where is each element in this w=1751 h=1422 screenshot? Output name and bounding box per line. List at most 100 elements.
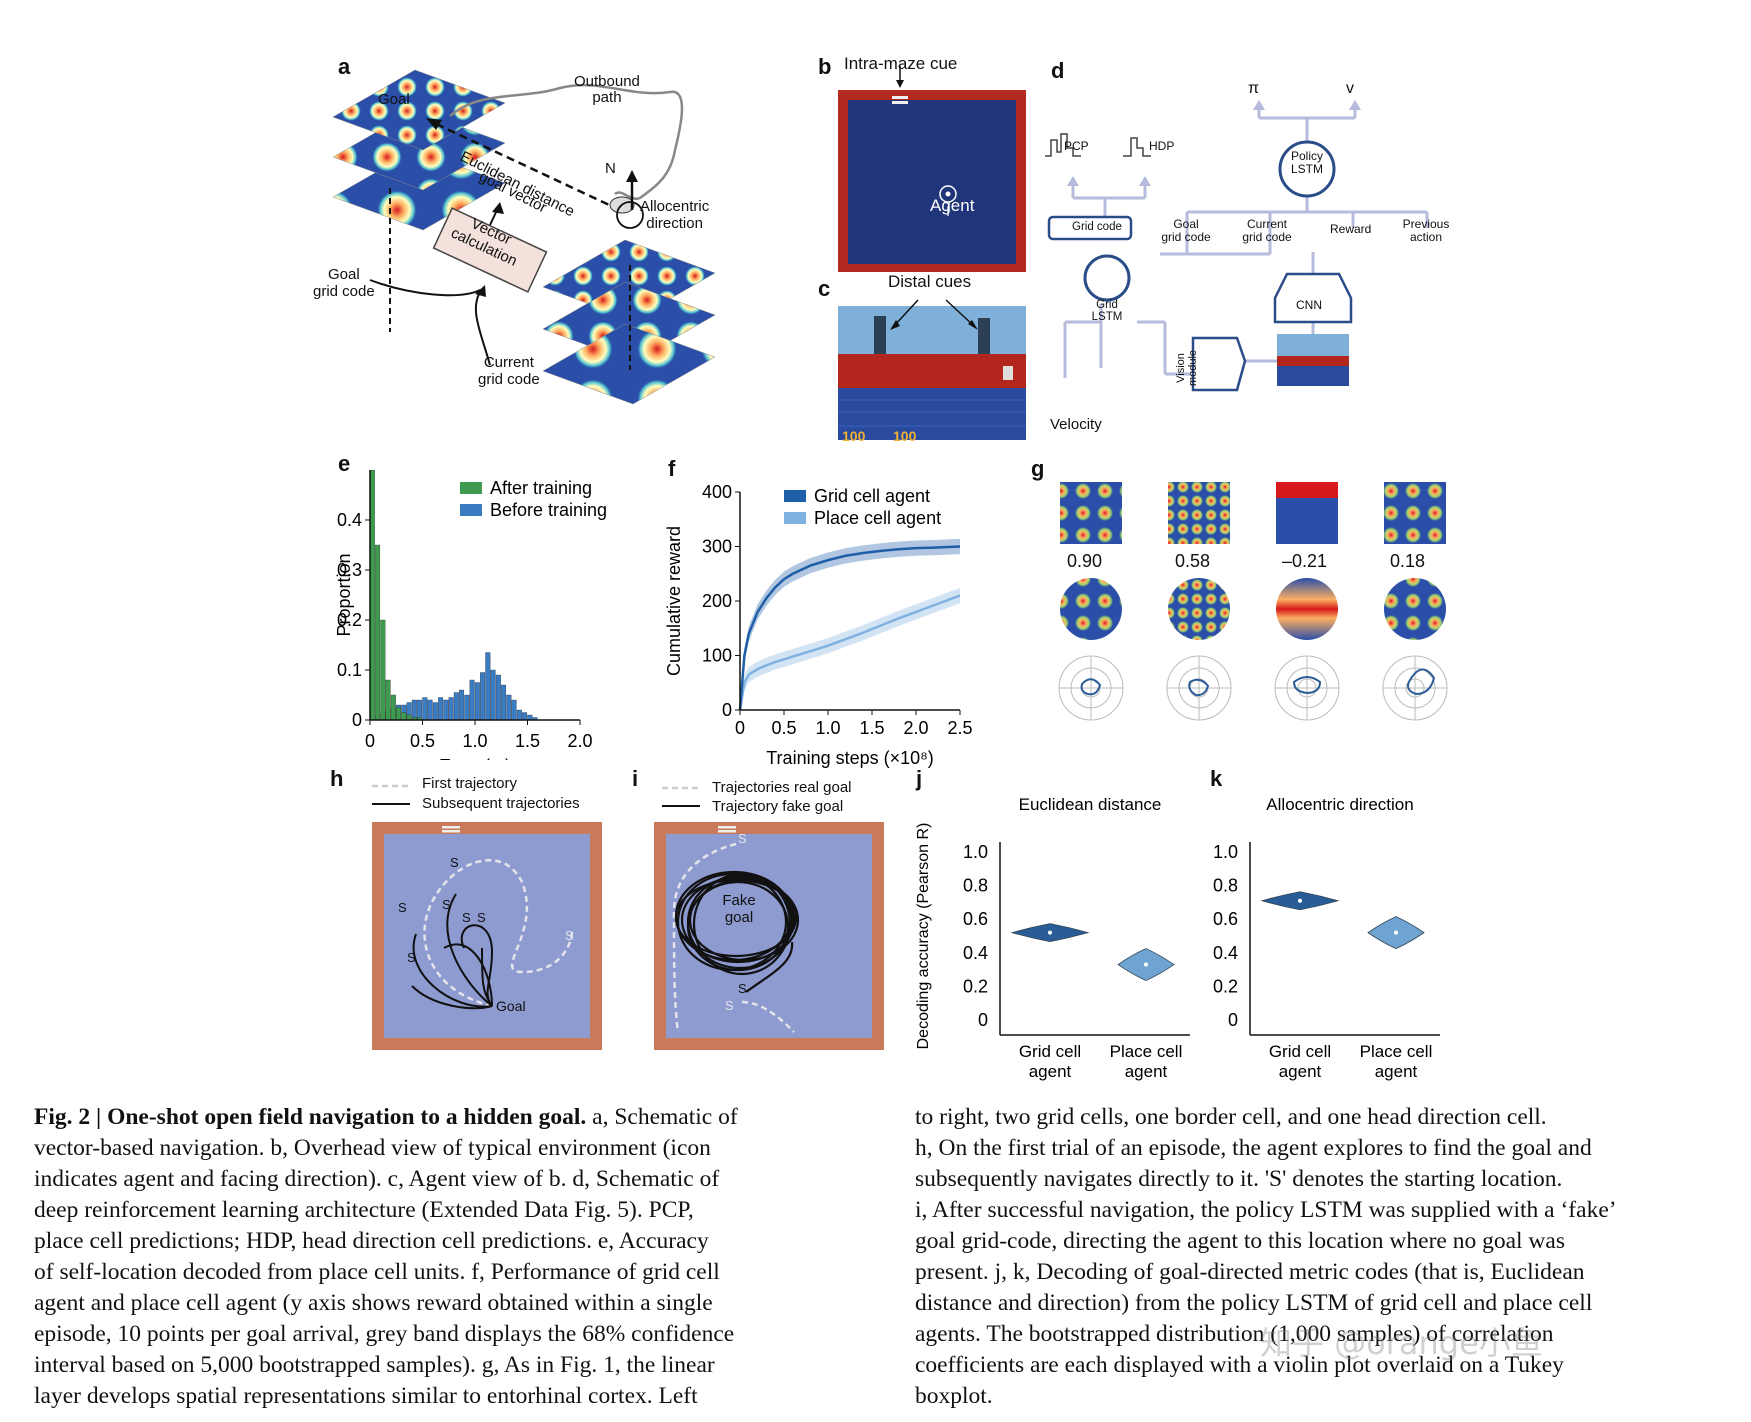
- intra-maze-cue-label: Intra-maze cue: [844, 54, 958, 73]
- north-arrow-icon: [626, 170, 638, 182]
- grid-code-node: [1047, 215, 1133, 241]
- histogram-bar-before: [422, 697, 428, 721]
- median-dot: [1144, 962, 1148, 967]
- hdp-label: HDP: [1149, 139, 1175, 153]
- legend-trajectories-real-goal: Trajectories real goal: [712, 779, 852, 796]
- caption-left-column: Fig. 2 | One-shot open field navigation …: [34, 1102, 879, 1412]
- histogram-bar-before: [411, 699, 417, 721]
- histogram-bar-after: [380, 619, 386, 721]
- policy-lstm-node: [1278, 140, 1336, 198]
- start-marker-1: S: [450, 855, 459, 870]
- histogram-bar-before: [480, 672, 486, 721]
- x-tick-label: 0: [365, 731, 375, 751]
- panel-letter-k: k: [1210, 766, 1223, 791]
- x-category-label: Grid cell: [1019, 1042, 1081, 1061]
- y-tick-label: 200: [702, 591, 732, 611]
- chart-k-allocentric-violin: Allocentric direction00.20.40.60.81.0Gri…: [1213, 795, 1440, 1081]
- ratemap-cell-2: [1168, 482, 1230, 544]
- caption-right-column: to right, two grid cells, one border cel…: [915, 1102, 1735, 1412]
- panel-letter-e: e: [338, 451, 351, 476]
- start-marker-3: S: [442, 897, 451, 912]
- correlation-value-1: 0.90: [1067, 551, 1103, 571]
- x-tick-label: 2.5: [947, 718, 972, 738]
- polar-plot-cell-2: [1188, 678, 1210, 697]
- caption-line-1: Fig. 2 | One-shot open field navigation …: [34, 1104, 738, 1130]
- autocorr-cell-4: [1384, 578, 1446, 640]
- x-category-label: Grid cell: [1269, 1042, 1331, 1061]
- caption-line: layer develops spatial representations s…: [34, 1383, 698, 1409]
- overhead-environment-view: [838, 66, 1026, 272]
- y-tick-label: 0: [722, 700, 732, 720]
- median-dot: [1394, 930, 1398, 935]
- vector-calculation-box: [432, 207, 548, 293]
- series-line: [738, 545, 961, 711]
- caption-line: present. j, k, Decoding of goal-directed…: [915, 1259, 1585, 1285]
- histogram-bar-before: [427, 699, 433, 721]
- legend-swatch: [784, 490, 806, 502]
- y-tick-label: 300: [702, 537, 732, 557]
- histogram-bar-before: [438, 697, 444, 721]
- grid-lstm-node: [1083, 254, 1131, 302]
- y-tick-label: 0: [352, 710, 362, 730]
- panel-letter-a: a: [338, 54, 351, 79]
- panel-h-legend-swatches: [372, 784, 410, 805]
- y-tick-label: 0.6: [963, 909, 988, 929]
- chart-title: Allocentric direction: [1266, 795, 1413, 814]
- x-category-label: agent: [1279, 1062, 1322, 1081]
- start-marker-first: S: [565, 928, 574, 943]
- x-category-label: Place cell: [1110, 1042, 1183, 1061]
- polar-plot-cell-3: [1292, 676, 1322, 695]
- agent-facing-icon: [939, 185, 957, 203]
- panel-letter-d: d: [1051, 58, 1065, 83]
- caption-line: h, On the first trial of an episode, the…: [915, 1135, 1592, 1161]
- legend-swatch: [784, 512, 806, 524]
- y-tick-label: 0.2: [1213, 976, 1238, 996]
- panel-letter-i: i: [632, 766, 639, 791]
- caption-line: of self-location decoded from place cell…: [34, 1259, 720, 1285]
- y-axis-label: Decoding accuracy (Pearson R): [915, 823, 932, 1050]
- caption-line: deep reinforcement learning architecture…: [34, 1197, 694, 1223]
- hdp-histogram-icon: [1123, 137, 1151, 157]
- histogram-bar-after: [401, 712, 407, 721]
- start-marker-real-2: S: [725, 998, 734, 1013]
- y-tick-label: 0.2: [337, 610, 362, 630]
- start-marker-2: S: [398, 900, 407, 915]
- goal-label: Goal: [378, 91, 410, 108]
- median-dot: [1298, 898, 1302, 903]
- panel-a-schematic: [332, 70, 716, 405]
- correlation-value-3: –0.21: [1282, 551, 1328, 571]
- histogram-bar-after: [390, 694, 396, 721]
- cnn-node: [1273, 272, 1353, 324]
- histogram-bar-before: [469, 679, 475, 721]
- y-tick-label: 100: [702, 646, 732, 666]
- series-line: [738, 594, 961, 711]
- y-tick-label: 400: [702, 482, 732, 502]
- y-tick-label: 1.0: [1213, 842, 1238, 862]
- x-axis-label: Error (m): [439, 756, 511, 760]
- panel-g-representations: [1058, 482, 1448, 721]
- real-goal-trajectories: [672, 842, 795, 1033]
- legend-subsequent-trajectories: Subsequent trajectories: [422, 795, 580, 812]
- histogram-bar-before: [490, 669, 496, 721]
- histogram-bar-before: [485, 652, 491, 721]
- first-trajectory-path: [423, 859, 574, 1008]
- pcp-label: PCP: [1064, 139, 1089, 153]
- histogram-bar-before: [474, 682, 480, 721]
- caption-line: goal grid-code, directing the agent to t…: [915, 1228, 1565, 1254]
- x-tick-label: 2.0: [567, 731, 592, 751]
- start-marker-6: S: [407, 950, 416, 965]
- caption-line: coefficients are each displayed with a v…: [915, 1352, 1564, 1378]
- x-tick-label: 1.0: [815, 718, 840, 738]
- y-tick-label: 0.2: [963, 976, 988, 996]
- histogram-bar-before: [443, 699, 449, 721]
- panel-letter-f: f: [668, 456, 676, 481]
- confidence-band: [740, 538, 960, 710]
- y-tick-label: 0.4: [337, 510, 362, 530]
- caption-line: boxplot.: [915, 1383, 993, 1409]
- vision-module-node: [1191, 336, 1247, 392]
- panel-letter-c: c: [818, 276, 831, 301]
- panel-letter-j: j: [916, 766, 923, 791]
